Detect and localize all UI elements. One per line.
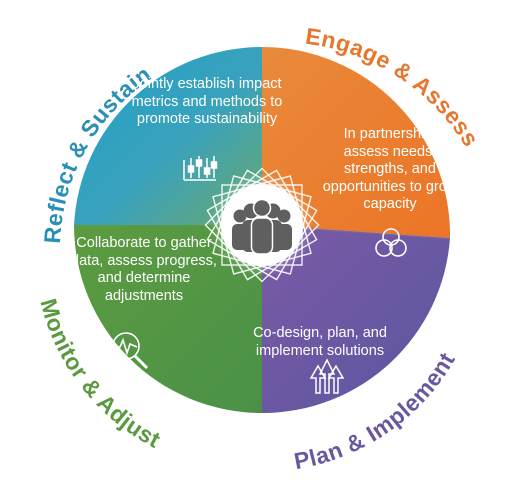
segment-monitor (74, 225, 262, 413)
upward-arrows-icon (309, 358, 345, 394)
people-group-icon (232, 198, 292, 255)
magnifier-pulse-icon (112, 332, 149, 370)
reflect-description: Jointly establish impact metrics and met… (131, 76, 283, 127)
segment-engage (262, 47, 451, 238)
segment-plan (262, 225, 450, 414)
monitor-description: Collaborate to gather data, assess progr… (71, 235, 217, 304)
plan-description: Co-design, plan, and implement solutions (253, 325, 387, 359)
metrics-sliders-icon (183, 156, 218, 181)
overlapping-circles-icon (375, 228, 407, 257)
engage-description: In partnership, assess needs, strengths,… (322, 126, 458, 212)
